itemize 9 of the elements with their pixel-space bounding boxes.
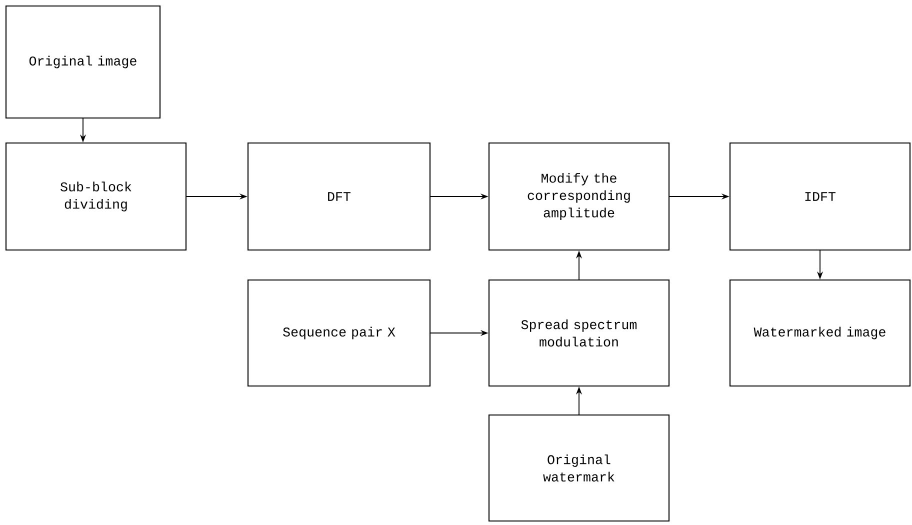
process-box: DFT bbox=[247, 142, 431, 251]
process-box: IDFT bbox=[729, 142, 911, 251]
process-box: Sequence pair X bbox=[247, 279, 431, 387]
process-box: Sub-block dividing bbox=[5, 142, 187, 251]
process-box: Watermarked image bbox=[729, 279, 911, 387]
process-box: Spread spectrum modulation bbox=[488, 279, 670, 387]
process-box: Original watermark bbox=[488, 414, 670, 522]
process-box: Original image bbox=[5, 5, 161, 119]
process-box: Modify the corresponding amplitude bbox=[488, 142, 670, 251]
